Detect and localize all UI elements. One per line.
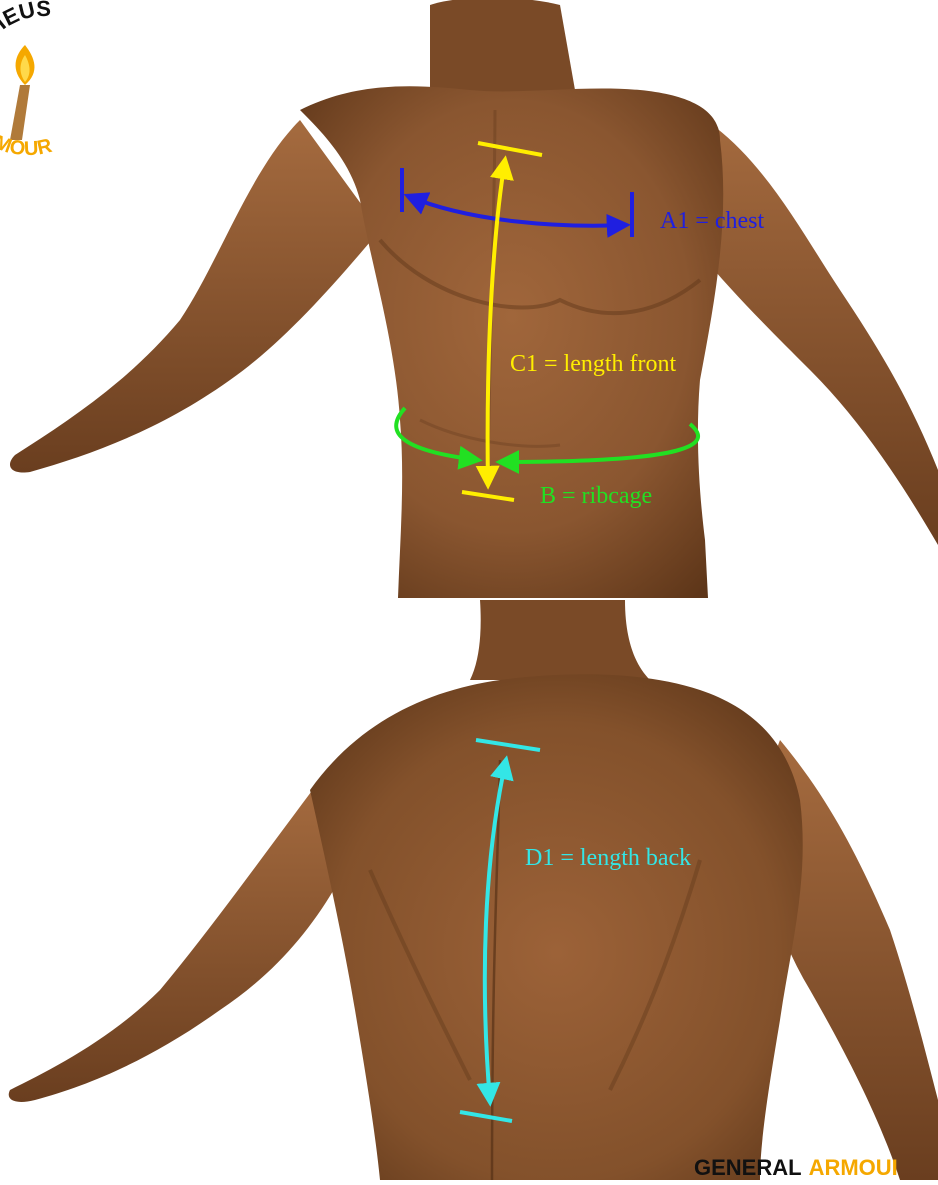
a1-label: A1 = chest bbox=[660, 208, 765, 234]
front-torso-figure bbox=[10, 0, 938, 598]
footer-brand: GENERAL ARMOUI bbox=[694, 1155, 898, 1180]
logo-seal: ETHEUS ARMOUR bbox=[0, 0, 55, 160]
d1-label: D1 = length back bbox=[525, 845, 691, 871]
logo-bottom-text: ARMOUR bbox=[0, 117, 55, 160]
brand-general-text: GENERAL bbox=[694, 1155, 802, 1180]
svg-text:ARMOUR: ARMOUR bbox=[0, 117, 55, 160]
brand-armour-text: ARMOUI bbox=[809, 1155, 898, 1180]
back-torso-figure bbox=[9, 600, 938, 1180]
b-label: B = ribcage bbox=[540, 483, 652, 509]
c1-label: C1 = length front bbox=[510, 351, 677, 377]
